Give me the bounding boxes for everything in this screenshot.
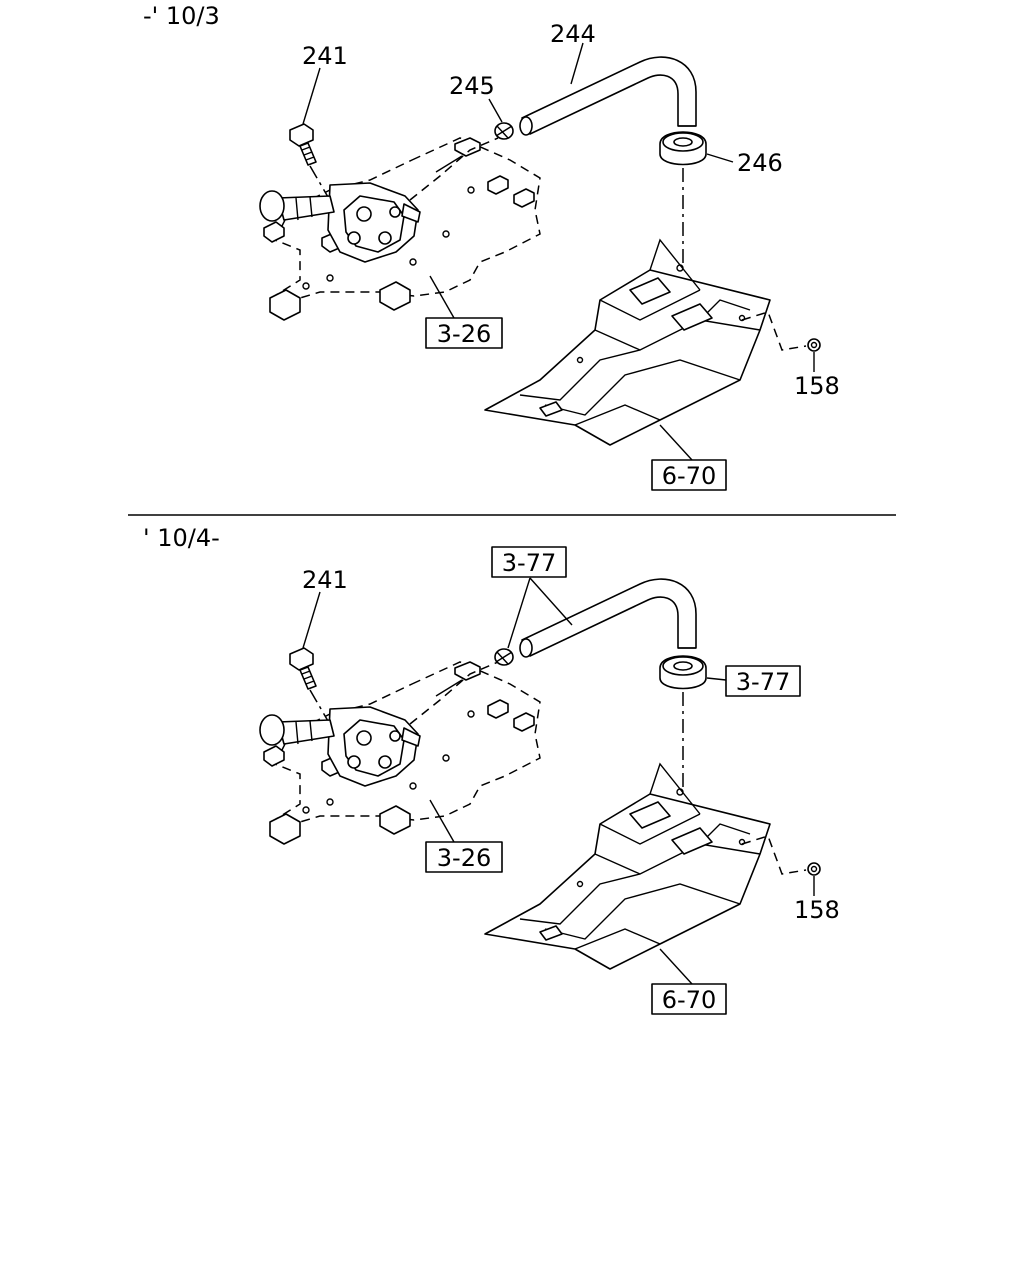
leader-6-70 (659, 948, 693, 985)
floor-panel (484, 762, 771, 970)
ref-box-3-77-grommet[interactable]: 3-77 (725, 665, 801, 697)
bolt-241[interactable] (289, 123, 317, 166)
hose-link (435, 155, 463, 173)
nut-158[interactable] (807, 338, 821, 352)
leader-3-77-grommet (706, 677, 727, 681)
range-label: ' 10/4- (143, 524, 220, 552)
leader-241 (302, 591, 321, 649)
ref-box-3-26[interactable]: 3-26 (425, 317, 503, 349)
leader-6-70 (659, 424, 693, 461)
leader-3-26 (429, 275, 455, 319)
leader-245 (488, 98, 503, 123)
callout-244: 244 (550, 20, 596, 48)
nut-route (741, 835, 807, 875)
ref-box-6-70[interactable]: 6-70 (651, 983, 727, 1015)
ref-box-3-77-hose[interactable]: 3-77 (491, 546, 567, 578)
grommet[interactable] (659, 655, 707, 690)
hose-route (409, 137, 499, 201)
pump-assembly (259, 182, 421, 263)
nut-158[interactable] (807, 862, 821, 876)
section-2: ' 10/4- 3-77 3-77 (143, 524, 840, 1015)
ref-box-6-70[interactable]: 6-70 (651, 459, 727, 491)
svg-text:3-26: 3-26 (437, 320, 491, 348)
svg-text:3-77: 3-77 (502, 549, 556, 577)
leader-246 (706, 153, 734, 163)
callout-241: 241 (302, 42, 348, 70)
svg-text:6-70: 6-70 (662, 462, 716, 490)
hose-link (435, 679, 463, 697)
hose[interactable] (519, 578, 697, 658)
leader-3-77-clamp (507, 577, 531, 649)
callout-158: 158 (794, 372, 840, 400)
pump-assembly (259, 706, 421, 787)
leader-3-26 (429, 799, 455, 843)
pump-bracket (263, 661, 541, 845)
section-1: -' 10/3 244 245 246 (143, 2, 840, 491)
grommet-246[interactable] (659, 131, 707, 166)
svg-text:6-70: 6-70 (662, 986, 716, 1014)
callout-245: 245 (449, 72, 495, 100)
hose-244[interactable] (519, 56, 697, 136)
callout-158: 158 (794, 896, 840, 924)
leader-241 (302, 67, 321, 125)
svg-text:3-77: 3-77 (736, 668, 790, 696)
floor-panel (484, 238, 771, 446)
leader-3-77-hose (529, 577, 573, 626)
leader-244 (570, 42, 584, 85)
range-label: -' 10/3 (143, 2, 220, 30)
clamp[interactable] (494, 648, 514, 666)
callout-246: 246 (737, 149, 783, 177)
svg-text:3-26: 3-26 (437, 844, 491, 872)
clamp-245[interactable] (494, 122, 514, 140)
nut-route (741, 311, 807, 351)
hose-route (409, 661, 499, 725)
bolt-241[interactable] (289, 647, 317, 690)
ref-box-3-26[interactable]: 3-26 (425, 841, 503, 873)
callout-241: 241 (302, 566, 348, 594)
